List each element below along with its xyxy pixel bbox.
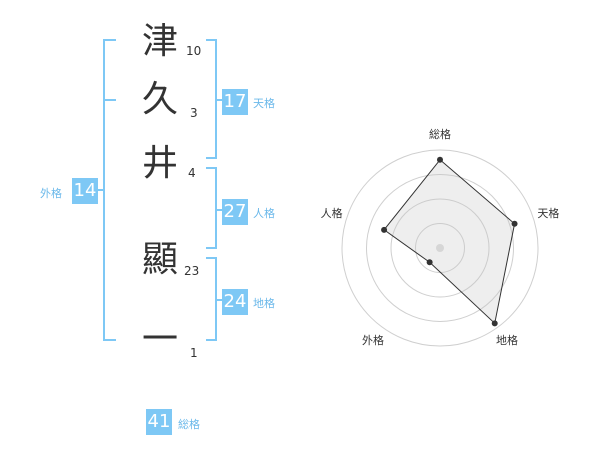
jinkaku-bracket: [206, 167, 217, 249]
name-char-1-strokes: 10: [186, 44, 202, 58]
radar-axis-label: 地格: [496, 333, 518, 347]
radar-point-2: [511, 220, 518, 227]
radar-point-3: [491, 320, 498, 327]
tenkaku-label: 天格: [253, 97, 275, 110]
name-char-3-strokes: 4: [188, 166, 196, 180]
name-char-4: 顯: [141, 239, 178, 280]
chikaku-bracket: [206, 257, 217, 341]
radar-axis-label: 人格: [321, 206, 343, 220]
chikaku-label: 地格: [253, 297, 275, 310]
radar-axis-label: 外格: [362, 333, 384, 347]
name-char-5: 一: [141, 319, 178, 360]
name-char-2-strokes: 3: [190, 106, 198, 120]
name-char-4-strokes: 23: [184, 264, 200, 278]
gaikaku-value: 14: [72, 178, 98, 204]
radar-ring: [390, 198, 490, 298]
radar-axis-label: 天格: [537, 206, 559, 220]
name-char-2: 久: [141, 79, 178, 120]
jinkaku-value: 27: [222, 199, 248, 225]
radar-series-shape: [383, 159, 516, 325]
jinkaku-label: 人格: [253, 207, 275, 220]
radar-point-5: [381, 226, 388, 233]
radar-point-4: [426, 259, 433, 266]
soukaku-value: 41: [146, 409, 172, 435]
radar-point-1: [437, 156, 443, 163]
radar-ring: [366, 174, 514, 322]
gaikaku-bracket: [103, 39, 116, 341]
radar-ring: [341, 149, 539, 347]
radar-center: [436, 244, 444, 252]
gaikaku-label: 外格: [40, 187, 62, 200]
name-char-5-strokes: 1: [190, 346, 198, 360]
tenkaku-value: 17: [222, 89, 248, 115]
name-char-1: 津: [141, 21, 178, 62]
soukaku-label: 総格: [178, 418, 200, 431]
radar-axis-label: 総格: [429, 127, 451, 141]
chikaku-value: 24: [222, 289, 248, 315]
name-char-3: 井: [141, 143, 178, 184]
tenkaku-bracket: [206, 39, 217, 159]
